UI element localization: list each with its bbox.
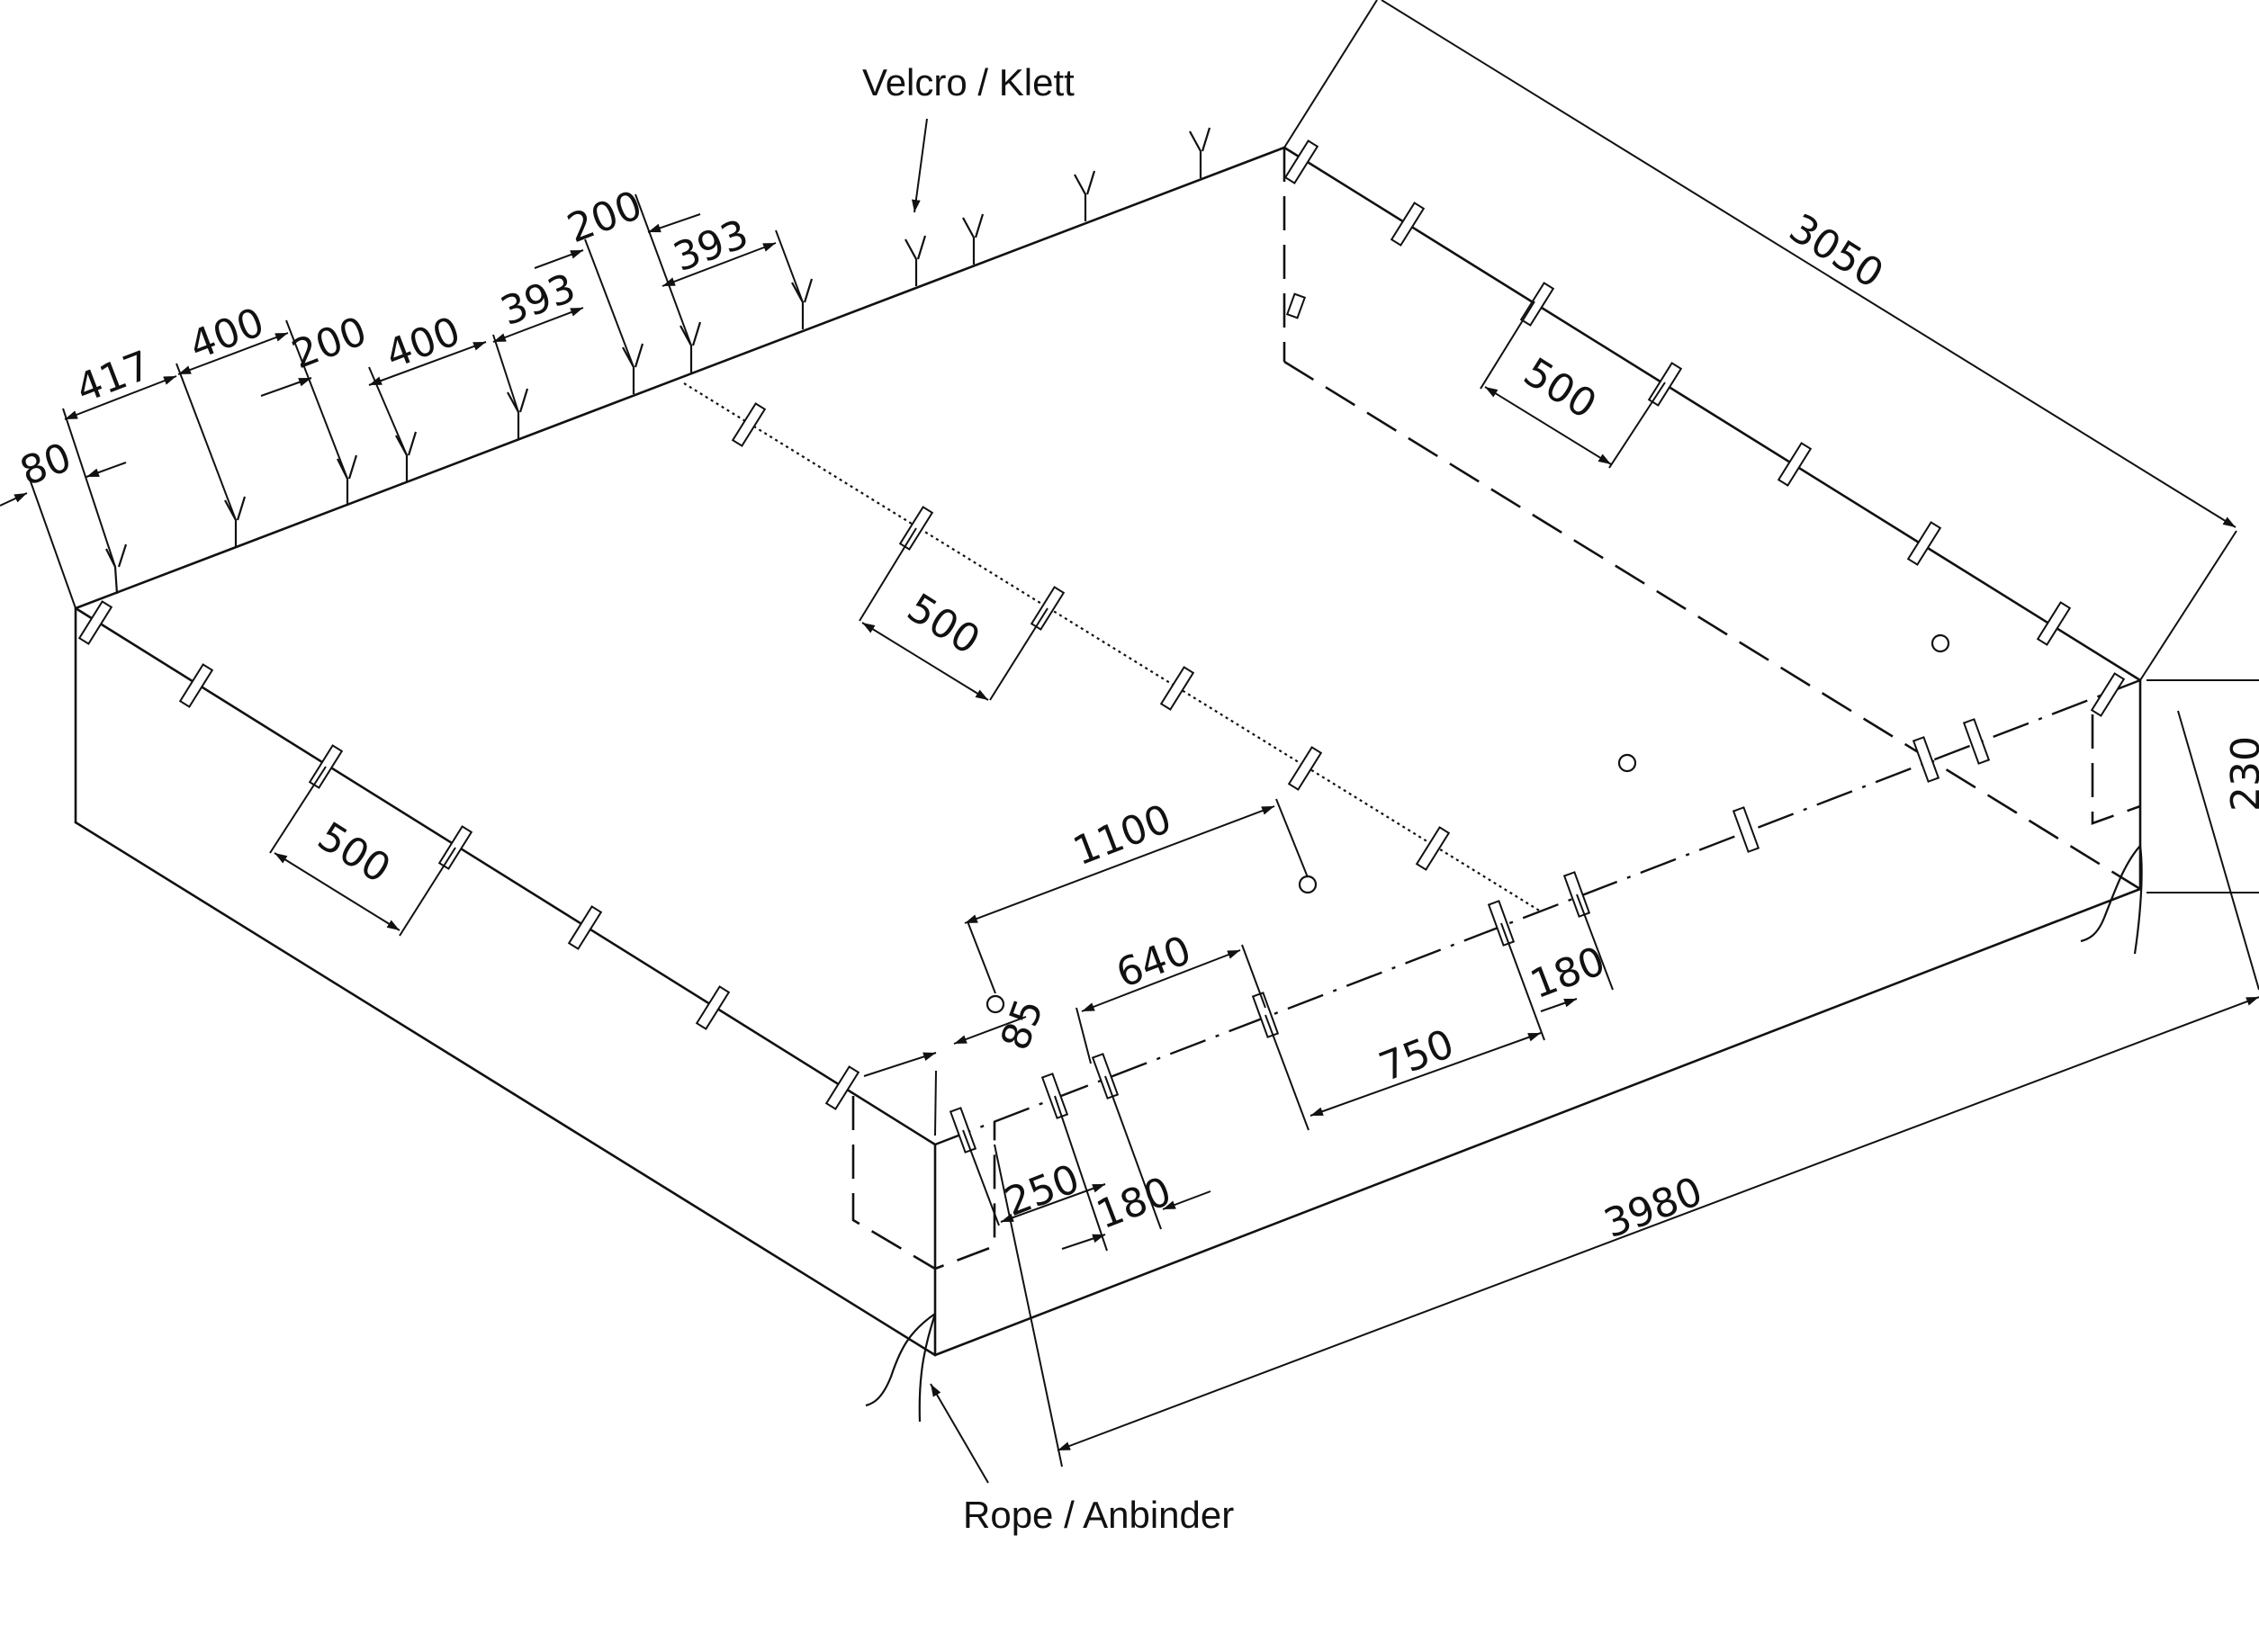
dim-3980 xyxy=(1057,996,2259,1451)
rope-label: Rope / Anbinder xyxy=(963,1494,1234,1536)
clip xyxy=(1415,826,1451,871)
rope-right xyxy=(2080,845,2143,955)
dim-1100 xyxy=(964,805,1275,924)
dim-400b xyxy=(368,341,487,386)
dim-750 xyxy=(1310,1032,1542,1117)
dim-180-front xyxy=(1061,1234,1106,1250)
box-outline xyxy=(74,146,2142,1357)
dim-80 xyxy=(0,492,28,507)
clip xyxy=(1519,282,1555,327)
dim-text-80: 80 xyxy=(14,435,78,496)
velcro-leader xyxy=(912,118,928,213)
dim-180-back xyxy=(1540,998,1578,1012)
clip xyxy=(1159,666,1195,711)
hidden-back-floor xyxy=(1283,360,2141,891)
dim-text-3050: 3050 xyxy=(1781,205,1891,298)
velcro-mark xyxy=(105,543,128,595)
dim-85 xyxy=(863,1052,937,1077)
clip xyxy=(2090,672,2126,717)
hole xyxy=(1298,875,1318,894)
dimension-lines xyxy=(0,0,2259,1468)
clip xyxy=(824,1065,860,1110)
clip xyxy=(731,402,767,447)
clip xyxy=(2036,601,2072,646)
hole xyxy=(1617,753,1637,773)
dim-500-middle xyxy=(861,622,989,701)
top-edge-back-right xyxy=(1282,146,2142,682)
dim-640 xyxy=(1081,949,1241,1012)
hidden-lines xyxy=(683,148,2141,1270)
dim-3050 xyxy=(1381,0,2236,528)
clip xyxy=(1906,521,1942,566)
velcro-mark xyxy=(680,321,702,373)
velcro-label: Velcro / Klett xyxy=(862,61,1075,103)
dim-text-250: 250 xyxy=(999,1156,1086,1226)
velcro-mark xyxy=(622,343,644,394)
clip xyxy=(1732,806,1760,853)
dim-text-400a: 400 xyxy=(184,300,271,370)
top-edge-back xyxy=(74,146,1286,610)
dim-text-393a: 393 xyxy=(495,265,582,336)
clip xyxy=(1283,139,1319,184)
velcro-mark xyxy=(224,496,247,547)
clip xyxy=(1287,746,1323,791)
dim-200a xyxy=(260,377,312,397)
front-right-centerline xyxy=(934,678,2141,1146)
clip xyxy=(1962,718,1991,765)
velcro-mark xyxy=(962,213,985,265)
rope-front xyxy=(865,1313,937,1423)
velcro-mark xyxy=(791,278,814,329)
dim-text-400b: 400 xyxy=(380,309,467,379)
clip xyxy=(178,663,214,708)
bottom-edge-left xyxy=(74,821,937,1357)
clip xyxy=(1912,736,1940,783)
hole xyxy=(986,994,1005,1014)
clip xyxy=(1777,442,1813,487)
dim-200b xyxy=(534,249,584,269)
dim-text-500-front: 500 xyxy=(310,813,398,893)
dim-text-750: 750 xyxy=(1373,1021,1461,1091)
dim-text-180-front: 180 xyxy=(1091,1169,1178,1239)
middle-clip-line xyxy=(683,382,1542,912)
dim-text-230: 230 xyxy=(2223,736,2259,812)
velcro-mark xyxy=(395,431,418,482)
dim-text-3980: 3980 xyxy=(1598,1169,1709,1248)
clip xyxy=(77,600,113,645)
front-flap xyxy=(851,1096,996,1270)
velcro-mark xyxy=(507,388,529,439)
hole xyxy=(1930,633,1950,653)
dimension-texts: 3980 3050 230 500 500 500 1100 85 250 18… xyxy=(14,183,2259,1248)
rope-leader xyxy=(930,1383,989,1484)
clip xyxy=(567,905,603,950)
dim-text-200a: 200 xyxy=(286,309,374,379)
dim-text-200b: 200 xyxy=(562,183,649,253)
dim-417 xyxy=(64,375,177,420)
dim-250 xyxy=(1000,1183,1106,1223)
dim-400a xyxy=(177,332,289,375)
dim-text-640: 640 xyxy=(1111,928,1198,998)
dim-text-417: 417 xyxy=(70,343,158,413)
dim-text-500-back: 500 xyxy=(1516,349,1604,428)
dim-393a xyxy=(492,307,584,343)
clip xyxy=(695,985,731,1030)
velcro-mark xyxy=(1074,170,1096,221)
dim-text-500-middle: 500 xyxy=(899,585,987,664)
top-edge-left xyxy=(74,606,937,1146)
ropes xyxy=(865,845,2143,1423)
dim-500-front xyxy=(274,852,400,931)
dim-500-back xyxy=(1484,386,1612,465)
velcro-mark xyxy=(1189,127,1211,178)
right-flap xyxy=(2091,714,2141,825)
velcro-mark xyxy=(904,235,927,286)
clips xyxy=(77,139,2126,1154)
velcro-strips xyxy=(105,127,1211,595)
dim-text-180-back: 180 xyxy=(1525,938,1612,1009)
clip xyxy=(1285,292,1307,319)
clip xyxy=(1390,202,1426,247)
dim-393b xyxy=(662,242,777,287)
leaders xyxy=(912,118,989,1484)
